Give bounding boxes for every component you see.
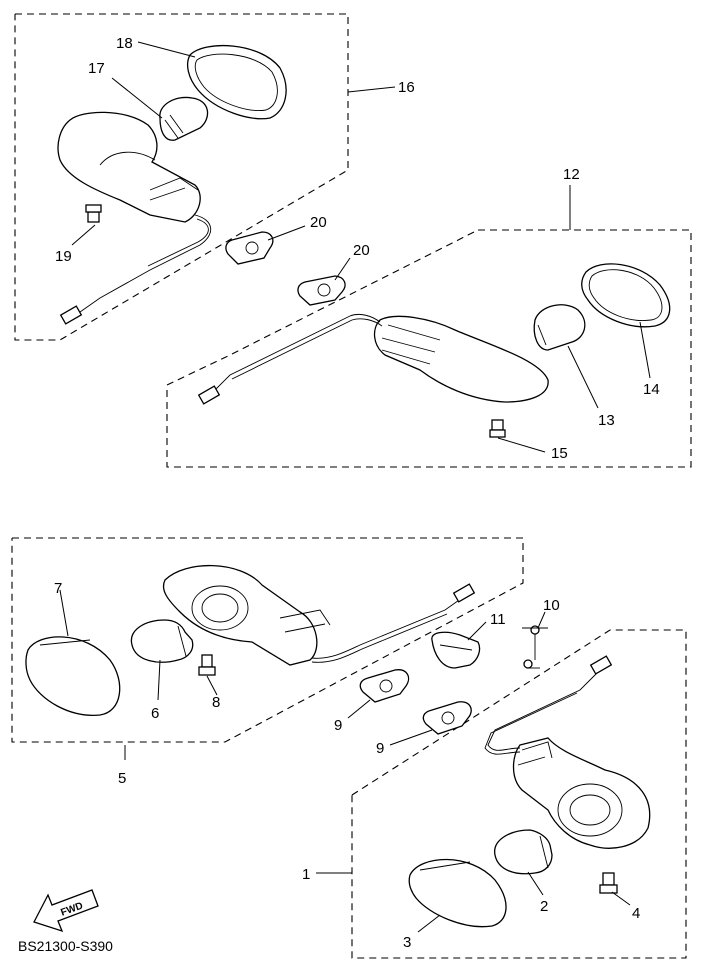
callout-8: 8 bbox=[212, 694, 220, 711]
callout-16: 16 bbox=[398, 79, 415, 96]
group-1-boundary bbox=[351, 629, 687, 959]
bulb-6 bbox=[130, 619, 194, 663]
turn-signal-assembly-1 bbox=[484, 655, 651, 849]
callout-12: 12 bbox=[563, 166, 580, 183]
group-12-boundary bbox=[166, 229, 692, 468]
fwd-arrow-icon: FWD bbox=[33, 889, 99, 933]
bulb-13 bbox=[533, 304, 586, 351]
clamp-11 bbox=[431, 631, 481, 669]
callout-10: 10 bbox=[543, 597, 560, 614]
callout-1: 1 bbox=[302, 866, 310, 883]
callout-13: 13 bbox=[598, 412, 615, 429]
callout-9a: 9 bbox=[334, 717, 342, 734]
screw-4 bbox=[599, 872, 618, 894]
callout-14: 14 bbox=[643, 381, 660, 398]
callout-15: 15 bbox=[551, 445, 568, 462]
bulb-17 bbox=[159, 96, 209, 141]
group-5-boundary bbox=[11, 537, 524, 743]
screw-19 bbox=[85, 204, 102, 223]
lens-18 bbox=[187, 45, 287, 120]
damper-9b bbox=[422, 701, 472, 735]
screw-15 bbox=[489, 419, 506, 438]
callout-5: 5 bbox=[118, 770, 126, 787]
callout-labels: 18 17 16 19 20 20 12 14 13 15 7 6 8 9 9 … bbox=[54, 35, 660, 951]
damper-20a bbox=[225, 231, 274, 265]
callout-17: 17 bbox=[88, 60, 105, 77]
turn-signal-assembly-12 bbox=[197, 313, 549, 405]
damper-20b bbox=[297, 275, 346, 306]
lens-3 bbox=[408, 858, 507, 928]
group-16-boundary bbox=[14, 13, 349, 341]
turn-signal-assembly-5 bbox=[162, 564, 476, 666]
callout-2: 2 bbox=[540, 898, 548, 915]
callout-9b: 9 bbox=[376, 740, 384, 757]
callout-11: 11 bbox=[490, 611, 506, 628]
callout-6: 6 bbox=[151, 705, 159, 722]
damper-9a bbox=[359, 669, 410, 703]
callout-18: 18 bbox=[116, 35, 133, 52]
callout-3: 3 bbox=[403, 934, 411, 951]
callout-20b: 20 bbox=[353, 242, 370, 259]
lens-7 bbox=[25, 636, 121, 716]
holder-10 bbox=[522, 625, 548, 669]
screw-8 bbox=[198, 654, 216, 676]
bulb-2 bbox=[494, 829, 553, 875]
lens-14 bbox=[581, 263, 671, 328]
turn-signal-assembly-16 bbox=[57, 111, 212, 325]
callout-7: 7 bbox=[54, 580, 62, 597]
leader-lines bbox=[59, 41, 651, 933]
callout-4: 4 bbox=[632, 905, 640, 922]
callout-20a: 20 bbox=[310, 214, 327, 231]
figure-code: BS21300-S390 bbox=[18, 938, 113, 954]
callout-19: 19 bbox=[55, 248, 72, 265]
